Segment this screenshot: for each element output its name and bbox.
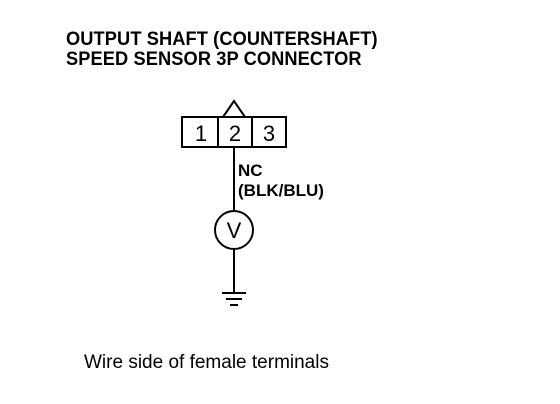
view-caption: Wire side of female terminals	[84, 352, 329, 373]
wire-color: (BLK/BLU)	[238, 181, 324, 200]
voltmeter-symbol: V	[227, 218, 242, 243]
wire-label: NC (BLK/BLU)	[238, 161, 324, 201]
terminal-3-label: 3	[263, 121, 275, 146]
voltmeter-icon: V	[214, 210, 254, 250]
terminal-2-label: 2	[229, 121, 241, 146]
connector-title-line-2: SPEED SENSOR 3P CONNECTOR	[66, 49, 362, 70]
connector-title-line-1: OUTPUT SHAFT (COUNTERSHAFT)	[66, 29, 378, 50]
wire-name: NC	[238, 161, 263, 180]
terminal-1-label: 1	[195, 121, 207, 146]
ground-icon	[222, 292, 246, 306]
connector-lock-tab	[222, 99, 246, 118]
connector-title: OUTPUT SHAFT (COUNTERSHAFT) SPEED SENSOR…	[66, 30, 378, 70]
